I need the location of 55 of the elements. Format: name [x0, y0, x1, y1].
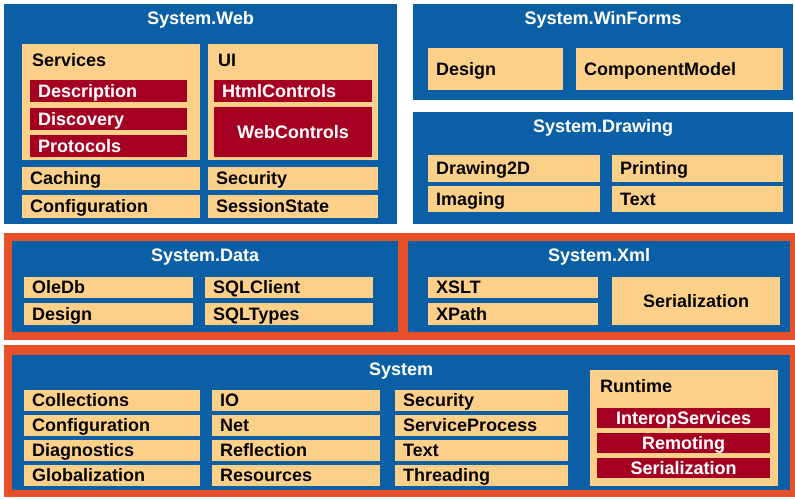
- namespace-label: InteropServices: [597, 408, 770, 428]
- namespace-title: System: [368, 359, 434, 380]
- namespace-label: SessionState: [208, 195, 378, 218]
- namespace-label: SQLTypes: [205, 303, 373, 325]
- namespace-title: Runtime: [600, 376, 672, 397]
- namespace-label: Security: [208, 167, 378, 190]
- namespace-label: Design: [24, 303, 193, 325]
- namespace-label: OleDb: [24, 277, 193, 298]
- namespace-label: XSLT: [428, 277, 598, 298]
- namespace-title: System.Drawing: [532, 116, 674, 137]
- namespace-label: Collections: [24, 390, 200, 411]
- namespace-label: Serialization: [612, 277, 780, 325]
- namespace-group: [22, 44, 200, 160]
- namespace-panel: [12, 241, 398, 332]
- namespace-label: Resources: [212, 465, 380, 486]
- frame-band: [4, 233, 795, 340]
- namespace-label: XPath: [428, 303, 598, 325]
- namespace-group: [208, 44, 378, 160]
- namespace-label: Net: [212, 415, 380, 436]
- namespace-label: Serialization: [597, 458, 770, 478]
- namespace-label: Configuration: [24, 415, 200, 436]
- namespace-label: Text: [395, 440, 568, 461]
- namespace-label: HtmlControls: [214, 80, 372, 102]
- namespace-label: SQLClient: [205, 277, 373, 298]
- namespace-panel: [4, 4, 397, 224]
- namespace-label: Security: [395, 390, 568, 411]
- namespace-label: Printing: [612, 155, 783, 182]
- namespace-label: IO: [212, 390, 380, 411]
- namespace-title: System.Web: [146, 8, 255, 29]
- namespace-label: ServiceProcess: [395, 415, 568, 436]
- namespace-title: Services: [32, 50, 106, 71]
- namespace-label: Reflection: [212, 440, 380, 461]
- namespace-group: [590, 370, 778, 486]
- namespace-label: Text: [612, 186, 783, 212]
- namespace-label: WebControls: [214, 107, 372, 157]
- namespace-title: System.WinForms: [524, 8, 682, 29]
- namespace-label: Description: [30, 80, 187, 102]
- namespace-label: Configuration: [22, 195, 200, 218]
- namespace-label: Threading: [395, 465, 568, 486]
- namespace-title: UI: [218, 50, 236, 71]
- namespace-label: Diagnostics: [24, 440, 200, 461]
- namespace-title: System.Data: [150, 245, 260, 266]
- namespace-panel: [413, 4, 793, 100]
- namespace-label: Protocols: [30, 135, 187, 157]
- namespace-label: Drawing2D: [428, 155, 600, 182]
- namespace-title: System.Xml: [546, 245, 652, 266]
- namespace-label: Caching: [22, 167, 200, 190]
- namespace-label: ComponentModel: [576, 48, 783, 90]
- namespace-label: Imaging: [428, 186, 600, 212]
- namespace-panel: [413, 112, 793, 224]
- namespace-label: Discovery: [30, 108, 187, 130]
- namespace-panel: [408, 241, 790, 332]
- namespace-label: Globalization: [24, 465, 200, 486]
- namespace-label: Design: [428, 48, 563, 90]
- namespace-label: Remoting: [597, 433, 770, 453]
